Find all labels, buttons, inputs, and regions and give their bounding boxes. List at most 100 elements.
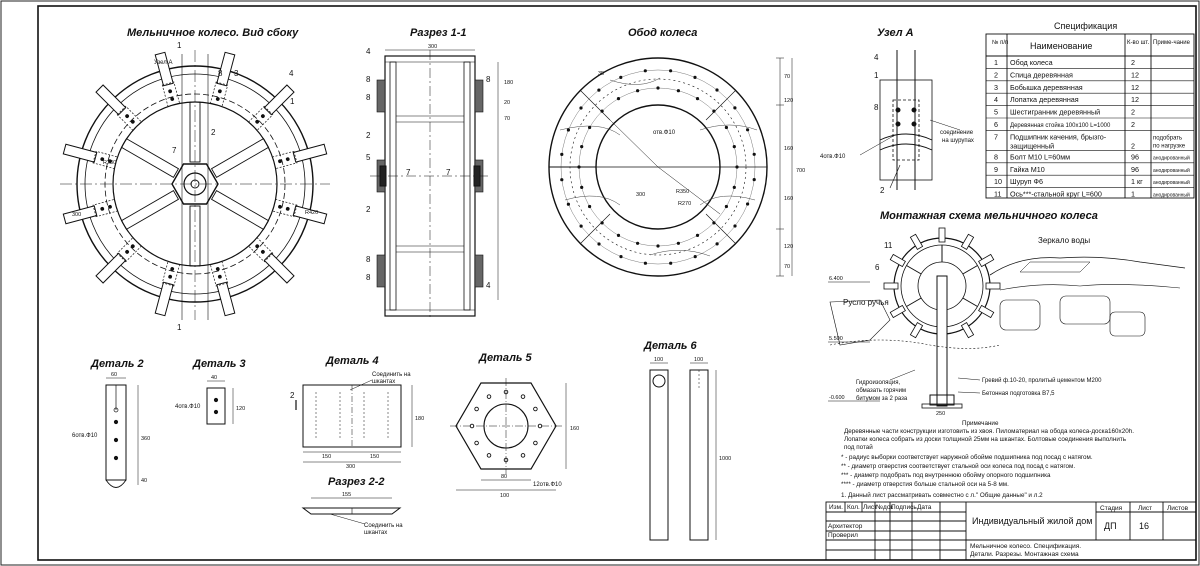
notes-line-2: под потай: [844, 443, 873, 451]
assembly-paddle: [978, 253, 995, 268]
notes-line-7: 1. Данный лист рассматривать совместно с…: [841, 491, 1043, 499]
spec-row-num: 11: [994, 190, 1001, 199]
detail-6-drawing: [649, 362, 717, 541]
rim-label-300: 300: [636, 192, 645, 198]
detail-5-hole: [503, 389, 509, 395]
section-label-8-a: 8: [366, 75, 371, 84]
rim-dim-70a: 70: [784, 74, 790, 80]
detail-6-title: Деталь 6: [643, 340, 698, 352]
node-label-1: 1: [874, 71, 879, 80]
rim-hole: [566, 202, 571, 206]
section-dim-70: 70: [504, 116, 510, 122]
detail-4-connect-2: шкантах: [372, 379, 395, 385]
assembly-paddle: [889, 304, 906, 319]
detail-5-hole: [520, 394, 526, 399]
rim-hole: [616, 97, 621, 101]
spec-row-qty: 2: [1131, 58, 1135, 67]
rim-hole: [616, 233, 621, 237]
section-label-2-b: 2: [366, 205, 371, 214]
section-label-8-e: 8: [486, 75, 491, 84]
spec-row-name: Ось***-стальной круг L=600: [1010, 190, 1102, 199]
spec-row-num: 4: [994, 95, 998, 104]
spec-row-name: Деревянная стойка 100х100 L=1000: [1010, 122, 1111, 129]
detail-2-height: 360: [141, 436, 150, 442]
stamp-stage: ДП: [1104, 521, 1117, 531]
section-label-8-b: 8: [366, 93, 371, 102]
assembly-label-stream: Русло ручья: [843, 298, 889, 307]
rim-hole: [715, 88, 719, 92]
notes-line-0: Деревянные части конструкции изготовить …: [844, 427, 1134, 435]
spec-row-name: Бобышка деревянная: [1010, 83, 1083, 92]
stamp-desc-1: Мельничное колесо. Спецификация.: [970, 543, 1081, 550]
side-label-r420: R420: [305, 210, 318, 216]
side-paddle: [154, 261, 181, 317]
spec-row-name: Шестигранник деревянный: [1010, 108, 1100, 117]
rim-dim-700: 700: [796, 168, 805, 174]
side-label-uzel: Узел А: [154, 60, 172, 66]
rim-dim-160b: 160: [784, 196, 793, 202]
node-label-4: 4: [874, 53, 879, 62]
node-a-drawing: [859, 50, 961, 190]
node-label-2: 2: [880, 186, 885, 195]
rim-hole: [619, 75, 623, 79]
rim-hole: [695, 97, 700, 101]
detail-6-100b: 100: [694, 357, 703, 363]
section-2-2: Разрез 2-2 155 Соединить на шкантах: [301, 476, 403, 536]
section-1-1: Разрез 1-1 300 4 8 8 2: [366, 27, 513, 320]
side-paddle: [248, 237, 295, 284]
notes: Примечание Деревянные части конструкции …: [841, 420, 1134, 499]
spec-row-qty: 12: [1131, 83, 1139, 92]
assembly-label-6: 6: [875, 263, 880, 272]
side-paddles: [62, 51, 328, 317]
assembly-paddle: [883, 282, 899, 290]
rim-hole: [746, 128, 750, 132]
assembly-paddle: [978, 304, 995, 319]
detail-5-hole: [486, 394, 492, 399]
section-1-1-title: Разрез 1-1: [410, 27, 466, 39]
detail-5-drawing: [450, 378, 567, 491]
node-label-conn1: соединение: [940, 130, 974, 136]
notes-title: Примечание: [962, 420, 999, 427]
spec-row-qty: 96: [1131, 152, 1139, 161]
notes-line-5: *** - диаметр подобрать под внутреннюю о…: [841, 471, 1051, 479]
section-label-5: 5: [366, 153, 371, 162]
spec-row-num: 3: [994, 83, 998, 92]
side-paddle: [272, 143, 328, 170]
spec-table: Спецификация № п/п Наименование К-во шт.…: [985, 21, 1195, 199]
inner-frame: [37, 5, 1197, 561]
spec-row-num: 7: [994, 132, 998, 141]
detail-4-150a: 150: [322, 454, 331, 460]
rim-hole: [597, 88, 601, 92]
detail-2-holes: 6отв.Ф10: [72, 433, 98, 439]
side-paddle: [272, 198, 328, 225]
detail-5-160: 160: [570, 426, 579, 432]
assembly-paddle: [938, 227, 946, 243]
spec-row-num: 5: [994, 108, 998, 117]
side-view-title: Мельничное колесо. Вид сбоку: [127, 27, 299, 39]
detail-4-drawing: [295, 379, 413, 463]
spec-row-name: Гайка М10: [1010, 165, 1045, 174]
section-1-1-body: [370, 49, 499, 320]
rim-hole: [693, 75, 697, 79]
stamp-role-architect: Архитектор: [828, 523, 863, 530]
side-label-3: 3: [234, 69, 239, 78]
spec-row-note: анодированный: [1153, 167, 1190, 174]
detail-3-height: 120: [236, 406, 245, 412]
detail-5-hole: [474, 406, 479, 412]
assembly-title: Монтажная схема мельничного колеса: [880, 210, 1098, 222]
detail-4-label-2: 2: [290, 391, 295, 400]
spec-row-name: Спица деревянная: [1010, 70, 1073, 79]
stamp-col-0: Изм.: [829, 504, 843, 511]
node-a: Узел А 4 1 8 2 4отв.Ф10 соединение на шу…: [820, 27, 974, 195]
side-label-1-top: 1: [177, 41, 182, 50]
rim-hole: [643, 69, 647, 73]
detail-6-100a: 100: [654, 357, 663, 363]
spec-row-num: 1: [994, 58, 998, 67]
rim-hole: [580, 145, 584, 149]
spec-row-note2: по нагрузке: [1153, 143, 1186, 149]
